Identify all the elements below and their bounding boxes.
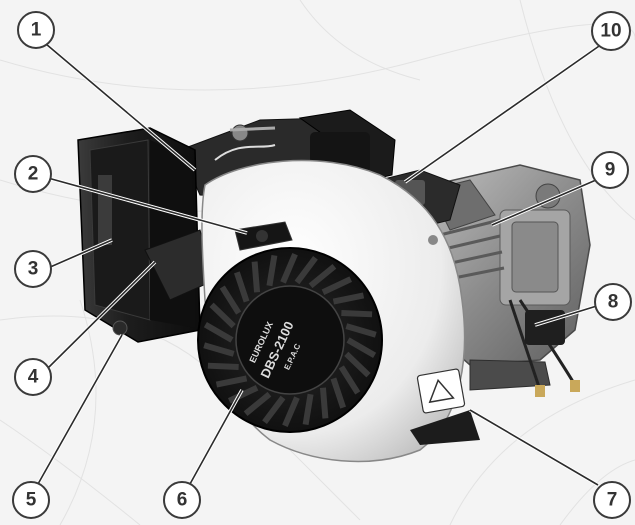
- starter-vane: [308, 264, 337, 289]
- starter-vane: [203, 322, 234, 343]
- starter-vane: [219, 285, 242, 315]
- starter-vane: [346, 337, 377, 358]
- starter-vane: [203, 342, 235, 357]
- leader-4: [47, 261, 156, 369]
- starter-vane: [330, 377, 346, 409]
- starter-vane: [262, 395, 286, 424]
- starter-vane: [319, 387, 329, 419]
- leader-5: [37, 334, 123, 485]
- starter-vane: [282, 396, 300, 428]
- callout-9-label: 9: [605, 160, 616, 181]
- callout-4-label: 4: [28, 367, 39, 388]
- recoil-starter: [197, 221, 383, 433]
- starter-vane: [332, 292, 365, 305]
- leader-3: [47, 239, 113, 269]
- callout-6-label: 6: [177, 490, 188, 511]
- starter-vane: [294, 256, 318, 285]
- starter-vane: [243, 391, 272, 416]
- callout-8-circle: [594, 283, 632, 321]
- callout-9-circle: [591, 151, 629, 189]
- callout-6-circle: [163, 481, 201, 519]
- starter-vane: [207, 362, 239, 370]
- callout-4-circle: [14, 358, 52, 396]
- callout-1-label: 1: [31, 20, 42, 41]
- leader-9: [491, 179, 597, 226]
- callout-7-label: 7: [607, 490, 618, 511]
- starter-vane: [341, 310, 373, 318]
- callout-3-label: 3: [28, 259, 39, 280]
- starter-vane: [215, 375, 248, 388]
- leader-8: [534, 304, 601, 326]
- starter-vane: [234, 271, 250, 303]
- callouts: 1 2 3 4 5 6 7 8 9 10: [12, 11, 632, 519]
- starter-vane: [251, 261, 261, 293]
- starter-vane: [227, 385, 259, 404]
- callout-5-circle: [12, 481, 50, 519]
- callout-2-circle: [14, 155, 52, 193]
- starter-vane: [280, 252, 298, 284]
- callout-3-circle: [14, 250, 52, 288]
- starter-vane: [345, 323, 377, 338]
- starter-vane: [338, 365, 361, 395]
- starter-vane: [266, 254, 278, 287]
- leader-6: [189, 389, 243, 485]
- callout-10-label: 10: [600, 21, 621, 42]
- callout-10-circle: [591, 11, 631, 51]
- callout-1-circle: [17, 11, 55, 49]
- starter-vane: [302, 393, 314, 426]
- callout-7-circle: [593, 481, 631, 519]
- starter-vane: [209, 302, 236, 329]
- leader-7: [469, 409, 599, 486]
- leader-1: [45, 43, 196, 171]
- air-filter: [77, 127, 216, 343]
- starter-vane: [344, 351, 371, 378]
- leader-lines: [36, 42, 604, 487]
- starter-vane: [321, 276, 353, 295]
- callout-8-label: 8: [608, 292, 619, 313]
- callout-5-label: 5: [26, 490, 37, 511]
- leader-10: [404, 43, 603, 183]
- leader-2: [47, 177, 248, 234]
- callout-2-label: 2: [28, 164, 39, 185]
